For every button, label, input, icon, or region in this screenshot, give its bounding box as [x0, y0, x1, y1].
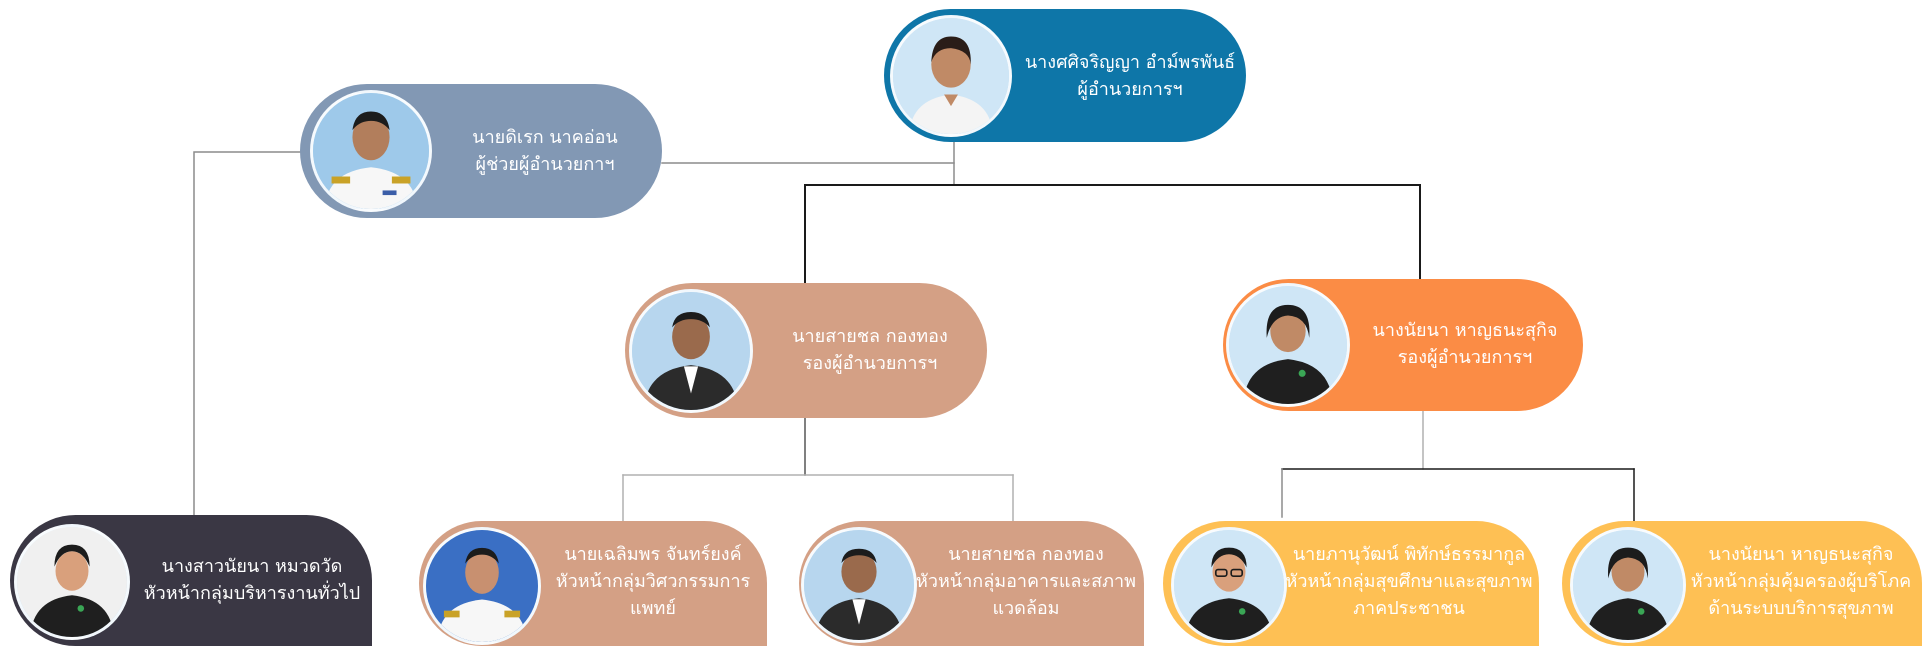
head-engineering-title-line2: แพทย์	[630, 598, 676, 619]
head-engineering-name: นายเฉลิมพร จันทร์ยงค์	[564, 544, 742, 565]
head-building-title-line1: หัวหน้ากลุ่มอาคารและสภาพ	[916, 571, 1136, 592]
deputy-left-node[interactable]: นายสายชล กองทอง รองผู้อำนวยการฯ	[625, 283, 987, 418]
head-general-photo	[14, 524, 130, 640]
assistant-node[interactable]: นายดิเรก นาคอ่อน ผู้ช่วยผู้อำนวยกาฯ	[300, 84, 662, 218]
person-male-dark-jacket-icon	[804, 530, 914, 640]
deputy-right-name: นางนัยนา หาญธนะสุกิจ	[1372, 320, 1558, 341]
head-consumer-name: นางนัยนา หาญธนะสุกิจ	[1708, 544, 1894, 565]
head-health-edu-node[interactable]: นายภานุวัฒน์ พิทักษ์ธรรมากูล หัวหน้ากลุ่…	[1163, 521, 1539, 646]
head-consumer-photo	[1570, 527, 1686, 643]
head-health-edu-title-line1: หัวหน้ากลุ่มสุขศึกษาและสุขภาพ	[1285, 571, 1533, 592]
person-male-glasses-icon	[1174, 530, 1284, 640]
head-consumer-node[interactable]: นางนัยนา หาญธนะสุกิจ หัวหน้ากลุ่มคุ้มครอ…	[1562, 521, 1922, 646]
head-general-title: หัวหน้ากลุ่มบริหารงานทั่วไป	[143, 583, 361, 604]
head-general-node[interactable]: นางสาวนัยนา หมวดวัด หัวหน้ากลุ่มบริหารงา…	[10, 515, 372, 646]
head-building-title-line2: แวดล้อม	[992, 598, 1060, 619]
person-female-white-shirt-icon	[893, 18, 1009, 134]
head-consumer-title-line1: หัวหน้ากลุ่มคุ้มครองผู้บริโภค	[1690, 571, 1912, 592]
deputy-right-photo	[1226, 283, 1350, 407]
head-general-name: นางสาวนัยนา หมวดวัด	[161, 556, 343, 577]
head-building-node[interactable]: นายสายชล กองทอง หัวหน้ากลุ่มอาคารและสภาพ…	[799, 521, 1144, 646]
deputy-right-node[interactable]: นางนัยนา หาญธนะสุกิจ รองผู้อำนวยการฯ	[1223, 279, 1583, 411]
director-photo	[890, 15, 1012, 137]
assistant-photo	[310, 90, 432, 212]
head-engineering-photo	[423, 527, 541, 645]
assistant-name: นายดิเรก นาคอ่อน	[472, 127, 618, 148]
person-female-short-hair-icon	[17, 527, 127, 637]
head-engineering-title-line1: หัวหน้ากลุ่มวิศวกรรมการ	[555, 571, 751, 592]
head-health-edu-name: นายภานุวัฒน์ พิทักษ์ธรรมากูล	[1292, 544, 1526, 565]
person-male-uniform-icon	[313, 93, 429, 209]
head-building-name: นายสายชล กองทอง	[948, 544, 1104, 565]
person-female-dark-jacket-icon	[1573, 530, 1683, 640]
assistant-title: ผู้ช่วยผู้อำนวยกาฯ	[475, 154, 615, 175]
person-female-dark-jacket-icon	[1229, 286, 1347, 404]
person-male-white-uniform-icon	[426, 530, 538, 642]
person-male-dark-jacket-icon	[632, 292, 750, 410]
head-engineering-node[interactable]: นายเฉลิมพร จันทร์ยงค์ หัวหน้ากลุ่มวิศวกร…	[419, 521, 767, 646]
deputy-right-title: รองผู้อำนวยการฯ	[1397, 347, 1533, 368]
head-building-photo	[801, 527, 917, 643]
deputy-left-title: รองผู้อำนวยการฯ	[802, 353, 938, 374]
head-health-edu-title-line2: ภาคประชาชน	[1353, 598, 1465, 619]
director-name: นางศศิจริญญา อำม์พรพันธ์	[1024, 52, 1236, 73]
head-consumer-title-line2: ด้านระบบบริการสุขภาพ	[1708, 598, 1894, 619]
director-node[interactable]: นางศศิจริญญา อำม์พรพันธ์ ผู้อำนวยการฯ	[884, 9, 1246, 142]
deputy-left-name: นายสายชล กองทอง	[792, 326, 948, 347]
head-health-edu-photo	[1171, 527, 1287, 643]
director-title: ผู้อำนวยการฯ	[1077, 79, 1183, 100]
deputy-left-photo	[629, 289, 753, 413]
